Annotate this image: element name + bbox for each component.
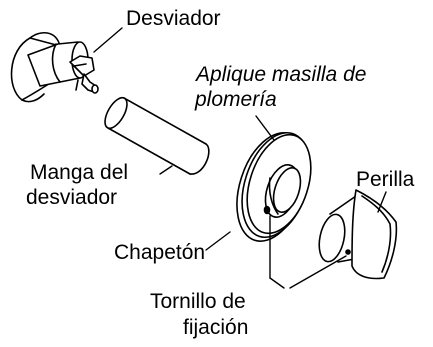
escutcheon-icon (224, 124, 322, 250)
diverter-icon (12, 33, 98, 102)
diverter-sleeve-icon (101, 94, 209, 174)
label-tornillo-line1: Tornillo de (150, 290, 246, 313)
set-screw-icon (265, 207, 270, 214)
set-screw-icon (345, 249, 351, 255)
label-aplique-line2: plomería (195, 88, 277, 111)
label-perilla: Perilla (356, 168, 415, 191)
label-tornillo-line2: fijación (183, 316, 249, 339)
knob-icon (315, 190, 396, 279)
label-chapeton: Chapetón (114, 241, 206, 264)
label-desviador: Desviador (126, 7, 221, 30)
leader-lines (94, 28, 386, 288)
label-aplique-line1: Aplique masilla de (196, 63, 367, 86)
label-manga-line1: Manga del (30, 161, 129, 184)
label-manga-line2: desviador (26, 186, 118, 209)
